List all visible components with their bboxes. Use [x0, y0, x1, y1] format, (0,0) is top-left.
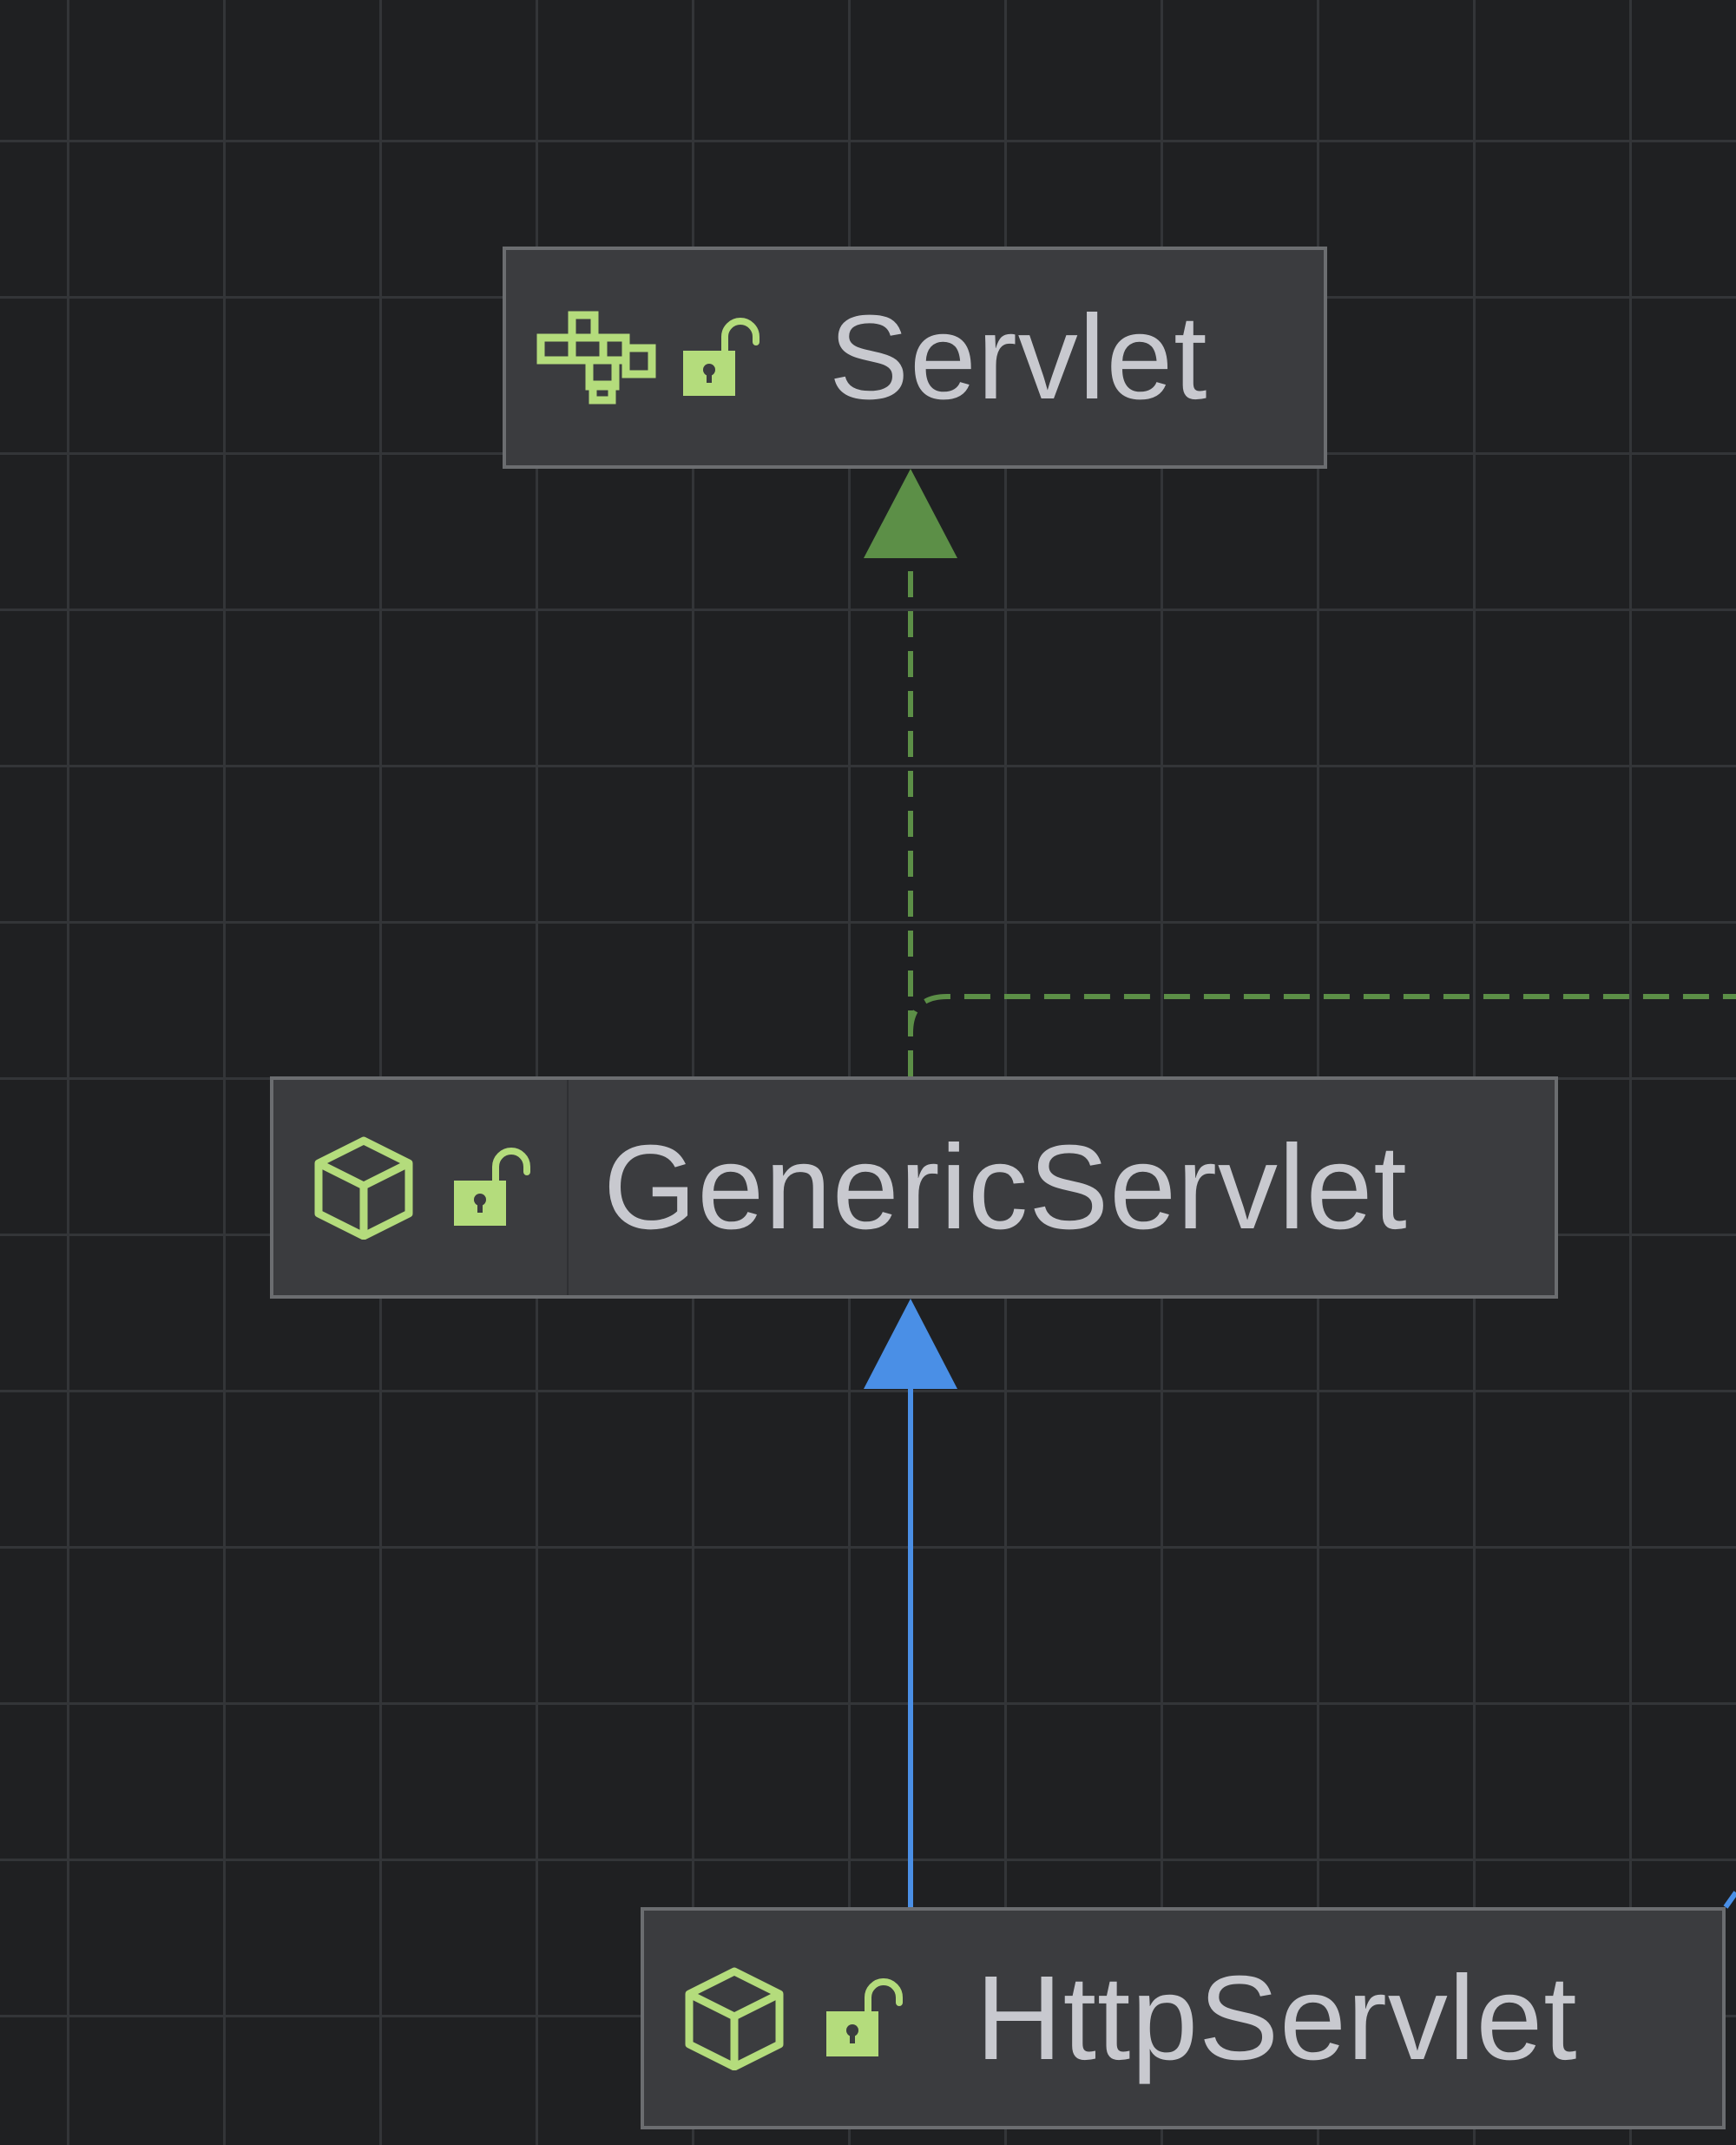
node-label: Servlet [829, 291, 1208, 424]
implements-arrowhead-servlet [864, 469, 957, 558]
extends-arrowhead-generic [864, 1299, 957, 1389]
node-label: GenericServlet [603, 1121, 1408, 1254]
node-generic-servlet[interactable]: GenericServlet [270, 1076, 1558, 1299]
unlocked-icon [826, 1978, 906, 2058]
edge-generic-implements-offscreen[interactable] [908, 994, 1736, 1076]
class-icon [313, 1135, 414, 1240]
node-servlet[interactable]: Servlet [503, 247, 1327, 469]
node-icons [273, 1080, 569, 1295]
edge-offscreen-to-http [1723, 1891, 1736, 1909]
node-http-servlet[interactable]: HttpServlet [641, 1907, 1726, 2129]
unlocked-icon [683, 318, 763, 398]
interface-icon [536, 310, 659, 405]
node-label: HttpServlet [976, 1951, 1578, 2085]
unlocked-icon [454, 1148, 534, 1227]
class-icon [684, 1966, 785, 2070]
node-icons [506, 250, 763, 465]
node-icons [644, 1911, 906, 2126]
